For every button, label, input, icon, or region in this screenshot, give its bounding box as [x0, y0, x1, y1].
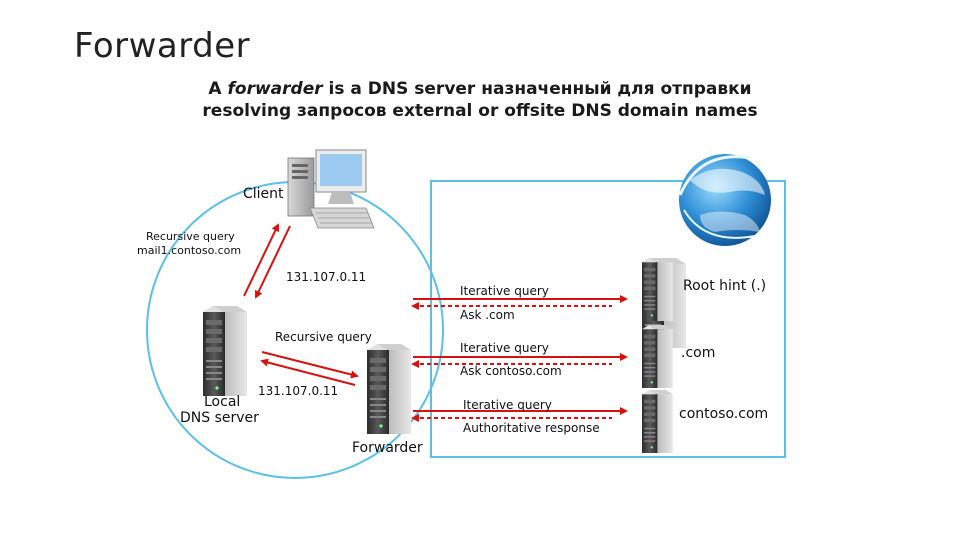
root-server-icon [642, 258, 673, 321]
root-hint-label: Root hint (.) [683, 278, 767, 294]
recursive-query-arrow-2 [261, 351, 359, 379]
ip-label-2: 131.107.0.11 [258, 384, 339, 398]
local-dns-label-line1: Local [204, 394, 241, 410]
response-arrow-2 [260, 358, 356, 386]
iterative-query-label-3: Iterative query [463, 398, 552, 412]
recursive-query-label-1: Recursive query [146, 230, 235, 243]
forwarder-server-icon [367, 344, 411, 434]
recursive-query-target-label: mail1.contoso.com [137, 244, 242, 257]
dot-com-label: .com [681, 345, 716, 361]
client-label: Client [243, 186, 284, 202]
slide-subtitle: A forwarder is a DNS server назначенный … [190, 78, 770, 122]
local-dns-label-line2: DNS server [180, 410, 259, 426]
ip-label-1: 131.107.0.11 [286, 270, 367, 284]
internet-box [430, 180, 786, 458]
forwarder-label: Forwarder [352, 440, 423, 456]
slide-title: Forwarder [74, 26, 251, 66]
subtitle-rest: is a DNS server назначенный для отправки… [202, 79, 758, 121]
ask-contoso-label: Ask contoso.com [460, 364, 562, 378]
authoritative-response-label: Authoritative response [463, 421, 600, 435]
contoso-server-icon [642, 390, 673, 453]
recursive-query-label-2: Recursive query [275, 330, 372, 344]
internet-globe-icon [678, 154, 771, 246]
ask-com-label: Ask .com [460, 308, 515, 322]
subtitle-lead: A [208, 79, 228, 99]
contoso-com-label: contoso.com [679, 406, 769, 422]
iterative-query-label-2: Iterative query [460, 341, 549, 355]
subtitle-emphasis: forwarder [227, 79, 323, 99]
recursive-query-arrow-1 [243, 223, 280, 297]
response-arrow-1 [254, 225, 291, 299]
iterative-query-label-1: Iterative query [460, 284, 549, 298]
com-server-icon [642, 325, 673, 388]
client-computer-icon [287, 149, 375, 229]
local-dns-server-icon [203, 306, 247, 396]
